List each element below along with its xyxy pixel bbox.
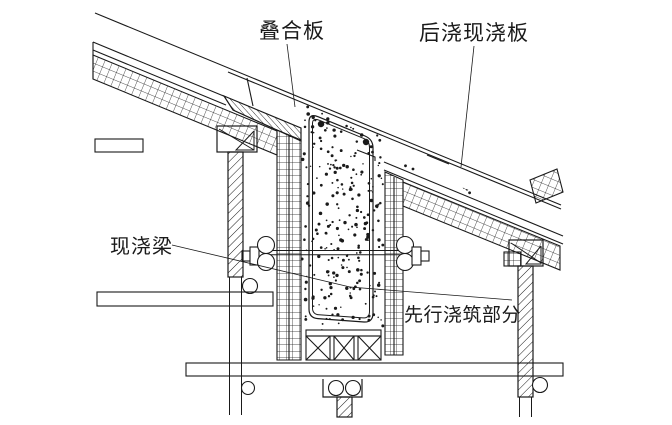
- sloped-roof: [92, 12, 564, 245]
- cast-in-place-beam: [301, 105, 385, 331]
- right-shore-post: [503, 239, 549, 417]
- wall-plate-bar: [94, 138, 144, 153]
- beam-side-boards: [276, 129, 404, 361]
- x-block: [305, 335, 331, 361]
- precast-slab-band: [92, 54, 564, 271]
- bottom-ledger-beam: [185, 362, 564, 377]
- beam-concrete-stipple: [301, 105, 385, 331]
- u-head-wedge: [524, 245, 542, 265]
- roof-top-inner-line: [227, 71, 562, 210]
- roof-top-line: [94, 12, 562, 206]
- board-joint-notch: [426, 154, 450, 165]
- x-block: [333, 335, 355, 361]
- grid-packing-piece: [503, 251, 522, 267]
- horizontal-members: [94, 138, 564, 377]
- beam-soffit-blocking: [305, 329, 382, 361]
- leader-beam-precast: [171, 244, 513, 301]
- label-cast-in-place-beam: 现浇梁: [110, 235, 173, 258]
- plank-end-tick: [246, 77, 254, 107]
- leader-lines: [171, 43, 513, 301]
- rebar-dot: [362, 138, 370, 146]
- u-head-wedge: [234, 130, 255, 151]
- soffit-board: [305, 329, 382, 337]
- beam-stirrup-inner: [312, 118, 370, 319]
- x-block: [357, 335, 382, 361]
- board-joint-notch: [356, 149, 376, 161]
- leader-composite-slab: [286, 43, 296, 108]
- formwork-tie-rod: [241, 235, 430, 272]
- leader-post-cast-slab: [460, 45, 475, 168]
- scaffold-coupler: [241, 277, 259, 295]
- tie-clamp-right: [395, 235, 430, 272]
- label-pre-cast-portion: 先行浇筑部分: [404, 304, 521, 326]
- left-shore-post: [216, 125, 259, 415]
- rebar-dot: [317, 120, 325, 128]
- scaffold-coupler: [240, 380, 256, 396]
- label-composite-slab: 叠合板: [259, 19, 325, 43]
- label-post-cast-slab: 后浇现浇板: [419, 21, 529, 45]
- mid-ledger-beam: [96, 291, 274, 307]
- center-u-head-jack: [322, 379, 363, 418]
- beam-stirrup-outer: [308, 115, 374, 323]
- loose-slab-piece: [529, 168, 564, 204]
- scaffold-coupler: [531, 376, 549, 394]
